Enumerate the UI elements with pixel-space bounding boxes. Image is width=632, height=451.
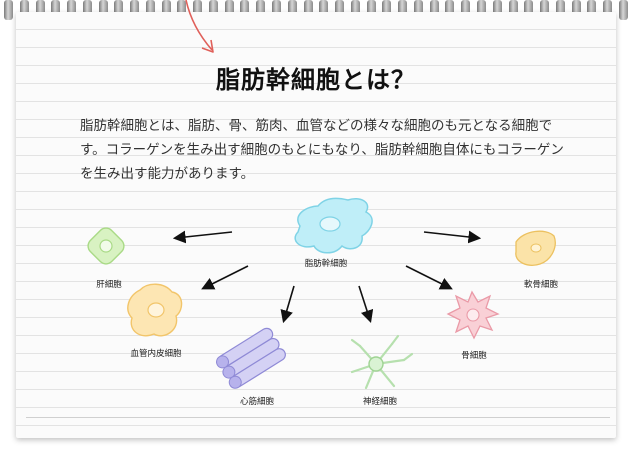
bone-cell-icon [446, 290, 500, 340]
muscle-cell-label: 心筋細胞 [239, 397, 275, 407]
arrow-to-bone-cell [405, 265, 453, 290]
cartilage-cell-icon [515, 230, 556, 266]
endothelial-cell-icon [127, 283, 183, 337]
muscle-cell-icon [216, 327, 286, 389]
liver-cell-label: 肝細胞 [96, 280, 122, 290]
arrow-to-muscle-cell [280, 285, 295, 324]
page-divider [26, 417, 610, 418]
bone-cell-label: 骨細胞 [461, 351, 487, 361]
liver-cell-icon [87, 227, 125, 265]
nerve-cell-icon [350, 334, 414, 390]
nerve-cell-label: 神経細胞 [362, 397, 398, 407]
page-title: 脂肪幹細胞とは？ [216, 65, 416, 94]
notebook-binding [0, 0, 632, 22]
arrow-to-cartilage-cell [423, 230, 482, 244]
arrow-to-nerve-cell [358, 285, 374, 324]
stem-cell-label: 脂肪幹細胞 [304, 259, 348, 269]
cartilage-cell-label: 軟骨細胞 [523, 280, 559, 290]
stem-cell-icon [294, 197, 373, 254]
description-text: 脂肪幹細胞とは、脂肪、骨、筋肉、血管などの様々な細胞のも元となる細胞です。コラー… [80, 118, 564, 182]
arrow-to-liver-cell [172, 230, 233, 244]
pointer-arrow-icon [185, 0, 214, 53]
endothelial-cell-label: 血管内皮細胞 [130, 349, 182, 359]
arrow-to-endothelial-cell [201, 265, 249, 290]
